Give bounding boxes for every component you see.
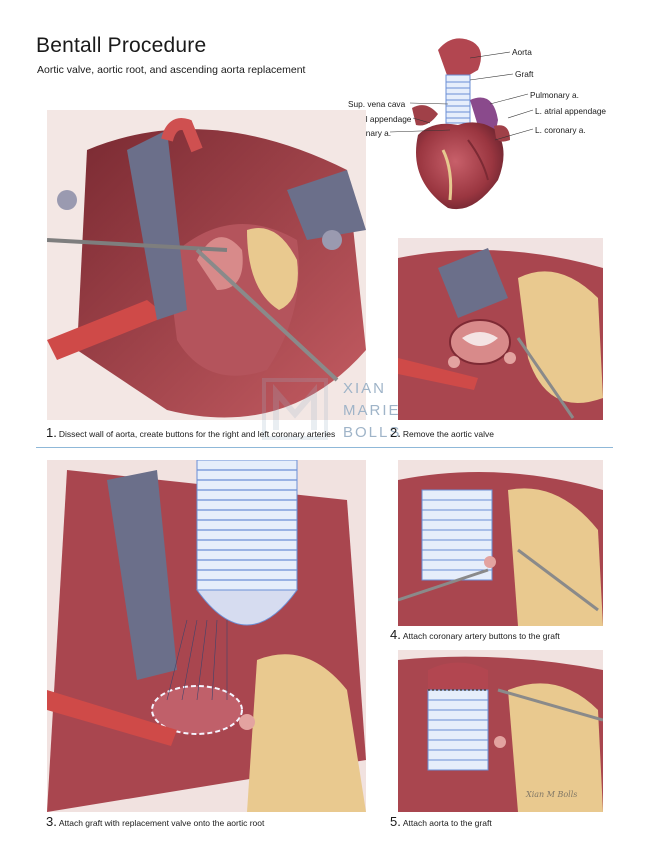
step-4-text: Attach coronary artery buttons to the gr… bbox=[402, 631, 560, 641]
step-3-number: 3. bbox=[46, 814, 57, 829]
label-pulmonary: Pulmonary a. bbox=[530, 90, 579, 100]
step-5-text: Attach aorta to the graft bbox=[402, 818, 492, 828]
label-l-atrial: L. atrial appendage bbox=[535, 106, 607, 116]
label-sup-vena-cava: Sup. vena cava bbox=[348, 99, 406, 109]
section-divider bbox=[36, 447, 613, 448]
step-5-number: 5. bbox=[390, 814, 401, 829]
step-3-text: Attach graft with replacement valve onto… bbox=[58, 818, 265, 828]
step-2-text: Remove the aortic valve bbox=[402, 429, 495, 439]
step-3-caption: 3.Attach graft with replacement valve on… bbox=[46, 814, 264, 829]
label-aorta: Aorta bbox=[512, 47, 532, 57]
artist-signature: Xian M Bolls bbox=[526, 790, 578, 799]
step-1-number: 1. bbox=[46, 425, 57, 440]
step-4-illustration bbox=[398, 460, 603, 626]
step-2-number: 2. bbox=[390, 425, 401, 440]
step-4-number: 4. bbox=[390, 627, 401, 642]
step-2-illustration bbox=[398, 238, 603, 420]
step-1-caption: 1.Dissect wall of aorta, create buttons … bbox=[46, 425, 335, 440]
step-5-caption: 5.Attach aorta to the graft bbox=[390, 814, 492, 829]
page-subtitle: Aortic valve, aortic root, and ascending… bbox=[37, 64, 306, 76]
watermark-text-2: MARIE bbox=[343, 402, 401, 419]
watermark-text-1: XIAN bbox=[343, 380, 387, 397]
step-2-caption: 2.Remove the aortic valve bbox=[390, 425, 494, 440]
step-4-caption: 4.Attach coronary artery buttons to the … bbox=[390, 627, 560, 642]
label-r-atrial: R. atrial appendage bbox=[339, 114, 412, 124]
step-1-illustration bbox=[47, 110, 366, 420]
watermark-logo bbox=[262, 378, 328, 445]
label-l-coronary: L. coronary a. bbox=[535, 125, 586, 135]
watermark-text-3: BOLLS bbox=[343, 424, 402, 441]
step-3-illustration bbox=[47, 460, 366, 812]
step-1-text: Dissect wall of aorta, create buttons fo… bbox=[58, 429, 336, 439]
page-title: Bentall Procedure bbox=[36, 34, 207, 57]
label-graft: Graft bbox=[515, 69, 534, 79]
heart-overview-illustration bbox=[398, 30, 513, 215]
step-5-illustration bbox=[398, 650, 603, 812]
